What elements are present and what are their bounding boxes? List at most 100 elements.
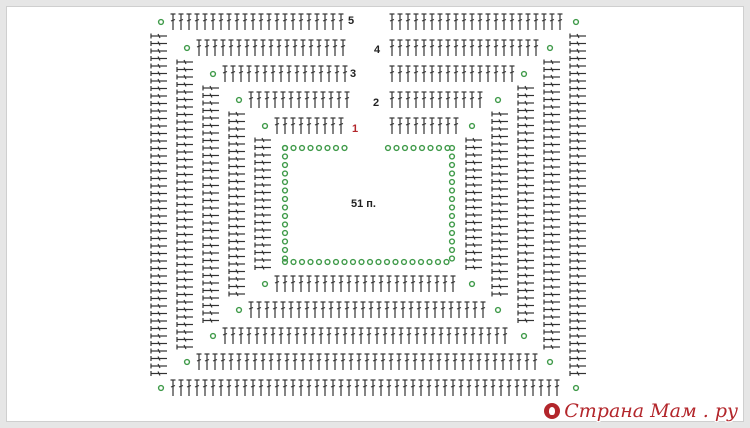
- stitch-symbol: [270, 327, 276, 344]
- chain-stitch: [290, 144, 297, 152]
- stitch-symbol: [150, 273, 167, 279]
- stitch-symbol: [358, 327, 364, 344]
- stitch-bar: [410, 280, 416, 284]
- stitch-bar: [290, 122, 296, 126]
- stitch-bar: [576, 236, 580, 241]
- stitch-symbol: [543, 134, 560, 140]
- stitch-bar: [550, 284, 554, 290]
- stitch-bar: [509, 44, 515, 48]
- stitch-bar: [320, 96, 326, 100]
- stitch-symbol: [372, 353, 378, 370]
- stitch-symbol: [298, 13, 304, 30]
- stitch-symbol: [150, 243, 167, 249]
- stitch-bar: [268, 358, 274, 362]
- chain-stitch: [358, 258, 365, 266]
- stitch-symbol: [416, 301, 422, 318]
- stitch-bar: [450, 384, 456, 388]
- stitch-bar: [442, 280, 448, 284]
- stitch-bar: [209, 160, 213, 166]
- stitch-symbol: [461, 91, 467, 108]
- stitch-bar: [209, 108, 213, 113]
- stitch-bar: [472, 235, 476, 240]
- stitch-symbol: [569, 146, 586, 151]
- stitch-bar: [318, 332, 324, 336]
- chain-stitch: [341, 258, 348, 266]
- stitch-bar: [276, 358, 282, 362]
- chain-stitch: [392, 258, 399, 266]
- stitch-bar: [550, 187, 554, 192]
- stitch-bar: [532, 358, 538, 362]
- stitch-symbol: [338, 275, 344, 292]
- stitch-symbol: [318, 327, 324, 344]
- stitch-bar: [524, 108, 528, 113]
- chain-stitch: [435, 144, 443, 152]
- stitch-symbol: [386, 275, 392, 292]
- stitch-bar: [576, 138, 580, 144]
- stitch-bar: [209, 258, 213, 263]
- stitch-bar: [183, 149, 187, 155]
- stitch-symbol: [569, 356, 586, 361]
- stitch-symbol: [264, 91, 270, 108]
- stitch-symbol: [478, 327, 484, 344]
- stitch-bar: [498, 276, 502, 282]
- stitch-symbol: [226, 13, 232, 30]
- stitch-symbol: [509, 65, 515, 82]
- stitch-bar: [576, 93, 580, 99]
- stitch-bar: [196, 44, 202, 48]
- stitch-symbol: [517, 145, 534, 151]
- stitch-symbol: [543, 164, 560, 170]
- stitch-bar: [209, 303, 213, 308]
- stitch-symbol: [543, 142, 560, 147]
- stitch-symbol: [150, 333, 167, 339]
- stitch-bar: [157, 138, 161, 144]
- stitch-symbol: [150, 63, 167, 69]
- chain-stitch: [209, 70, 217, 78]
- stitch-bar: [209, 243, 213, 248]
- stitch-bar: [429, 122, 435, 126]
- stitch-bar: [157, 108, 161, 114]
- stitch-symbol: [392, 301, 398, 318]
- stitch-bar: [209, 190, 213, 196]
- chain-stitch: [448, 161, 456, 169]
- stitch-symbol: [434, 275, 440, 292]
- stitch-symbol: [465, 205, 482, 210]
- stitch-symbol: [396, 353, 402, 370]
- stitch-bar: [157, 86, 161, 91]
- stitch-bar: [157, 318, 161, 324]
- stitch-symbol: [150, 296, 167, 301]
- stitch-bar: [254, 70, 260, 74]
- stitch-bar: [322, 384, 328, 388]
- stitch-bar: [550, 337, 554, 342]
- stitch-bar: [294, 70, 300, 74]
- stitch-bar: [372, 358, 378, 362]
- stitch-symbol: [202, 213, 219, 218]
- stitch-bar: [508, 358, 514, 362]
- stitch-symbol: [324, 39, 330, 56]
- stitch-symbol: [465, 145, 482, 150]
- stitch-symbol: [202, 280, 219, 286]
- stitch-symbol: [543, 217, 560, 222]
- stitch-bar: [472, 167, 476, 173]
- stitch-symbol: [470, 327, 476, 344]
- stitch-bar: [157, 63, 161, 69]
- stitch-symbol: [202, 175, 219, 181]
- stitch-bar: [228, 358, 234, 362]
- stitch-bar: [466, 384, 472, 388]
- stitch-bar: [157, 93, 161, 99]
- stitch-bar: [550, 127, 554, 132]
- stitch-bar: [236, 44, 242, 48]
- stitch-symbol: [491, 284, 508, 289]
- stitch-bar: [308, 358, 314, 362]
- stitch-bar: [330, 384, 336, 388]
- stitch-symbol: [150, 363, 167, 369]
- stitch-symbol: [389, 91, 395, 108]
- stitch-symbol: [543, 232, 560, 237]
- stitch-bar: [261, 257, 265, 263]
- stitch-bar: [478, 332, 484, 336]
- chain-stitch: [157, 384, 165, 392]
- stitch-bar: [498, 126, 502, 132]
- chain-stitch: [281, 204, 289, 211]
- stitch-symbol: [421, 91, 427, 108]
- stitch-symbol: [308, 353, 314, 370]
